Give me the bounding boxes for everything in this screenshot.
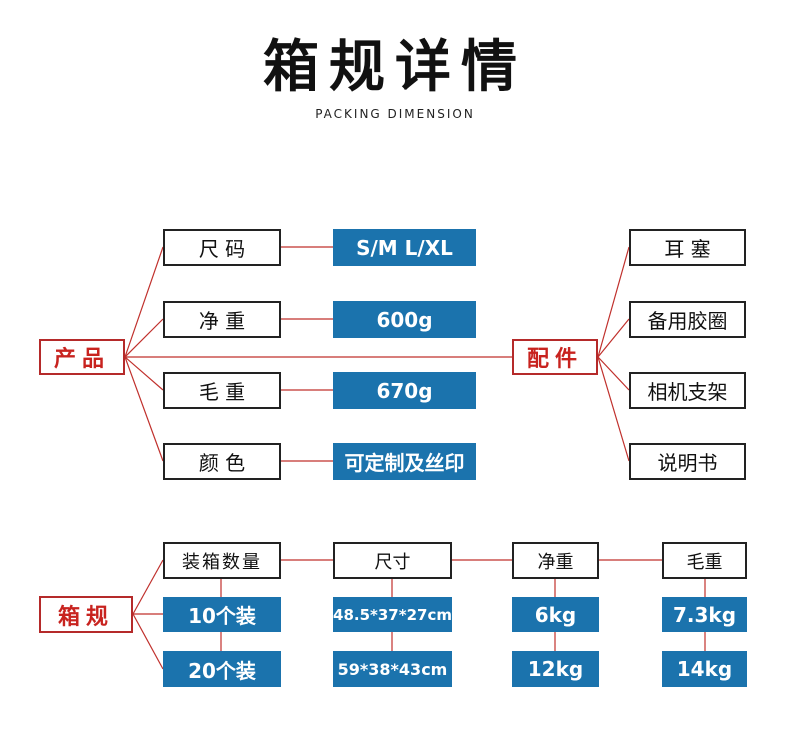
product-value-gross-weight: 670g: [333, 372, 476, 409]
product-label: 产品: [39, 339, 125, 375]
carton-row1-gross-weight: 7.3kg: [662, 597, 747, 632]
product-attr-size: 尺 码: [163, 229, 281, 266]
product-attr-net-weight: 净 重: [163, 301, 281, 338]
carton-header-gross-weight: 毛重: [662, 542, 747, 579]
product-value-size: S/M L/XL: [333, 229, 476, 266]
carton-row2-dimensions: 59*38*43cm: [333, 651, 452, 687]
product-attr-gross-weight: 毛 重: [163, 372, 281, 409]
carton-row1-dimensions: 48.5*37*27cm: [333, 597, 452, 632]
page-subtitle: PACKING DIMENSION: [315, 107, 475, 121]
accessory-manual: 说明书: [629, 443, 746, 480]
product-value-color: 可定制及丝印: [333, 443, 476, 480]
accessory-earplugs: 耳 塞: [629, 229, 746, 266]
page-title: 箱规详情: [263, 35, 527, 100]
carton-row2-quantity: 20个装: [163, 651, 281, 687]
carton-header-net-weight: 净重: [512, 542, 599, 579]
carton-row2-net-weight: 12kg: [512, 651, 599, 687]
carton-row1-quantity: 10个装: [163, 597, 281, 632]
carton-label: 箱规: [39, 596, 133, 633]
accessory-camera-mount: 相机支架: [629, 372, 746, 409]
accessory-spare-seal: 备用胶圈: [629, 301, 746, 338]
carton-header-dimensions: 尺寸: [333, 542, 452, 579]
carton-row2-gross-weight: 14kg: [662, 651, 747, 687]
carton-header-quantity: 装箱数量: [163, 542, 281, 579]
product-attr-color: 颜 色: [163, 443, 281, 480]
accessories-label: 配件: [512, 339, 598, 375]
carton-row1-net-weight: 6kg: [512, 597, 599, 632]
product-value-net-weight: 600g: [333, 301, 476, 338]
